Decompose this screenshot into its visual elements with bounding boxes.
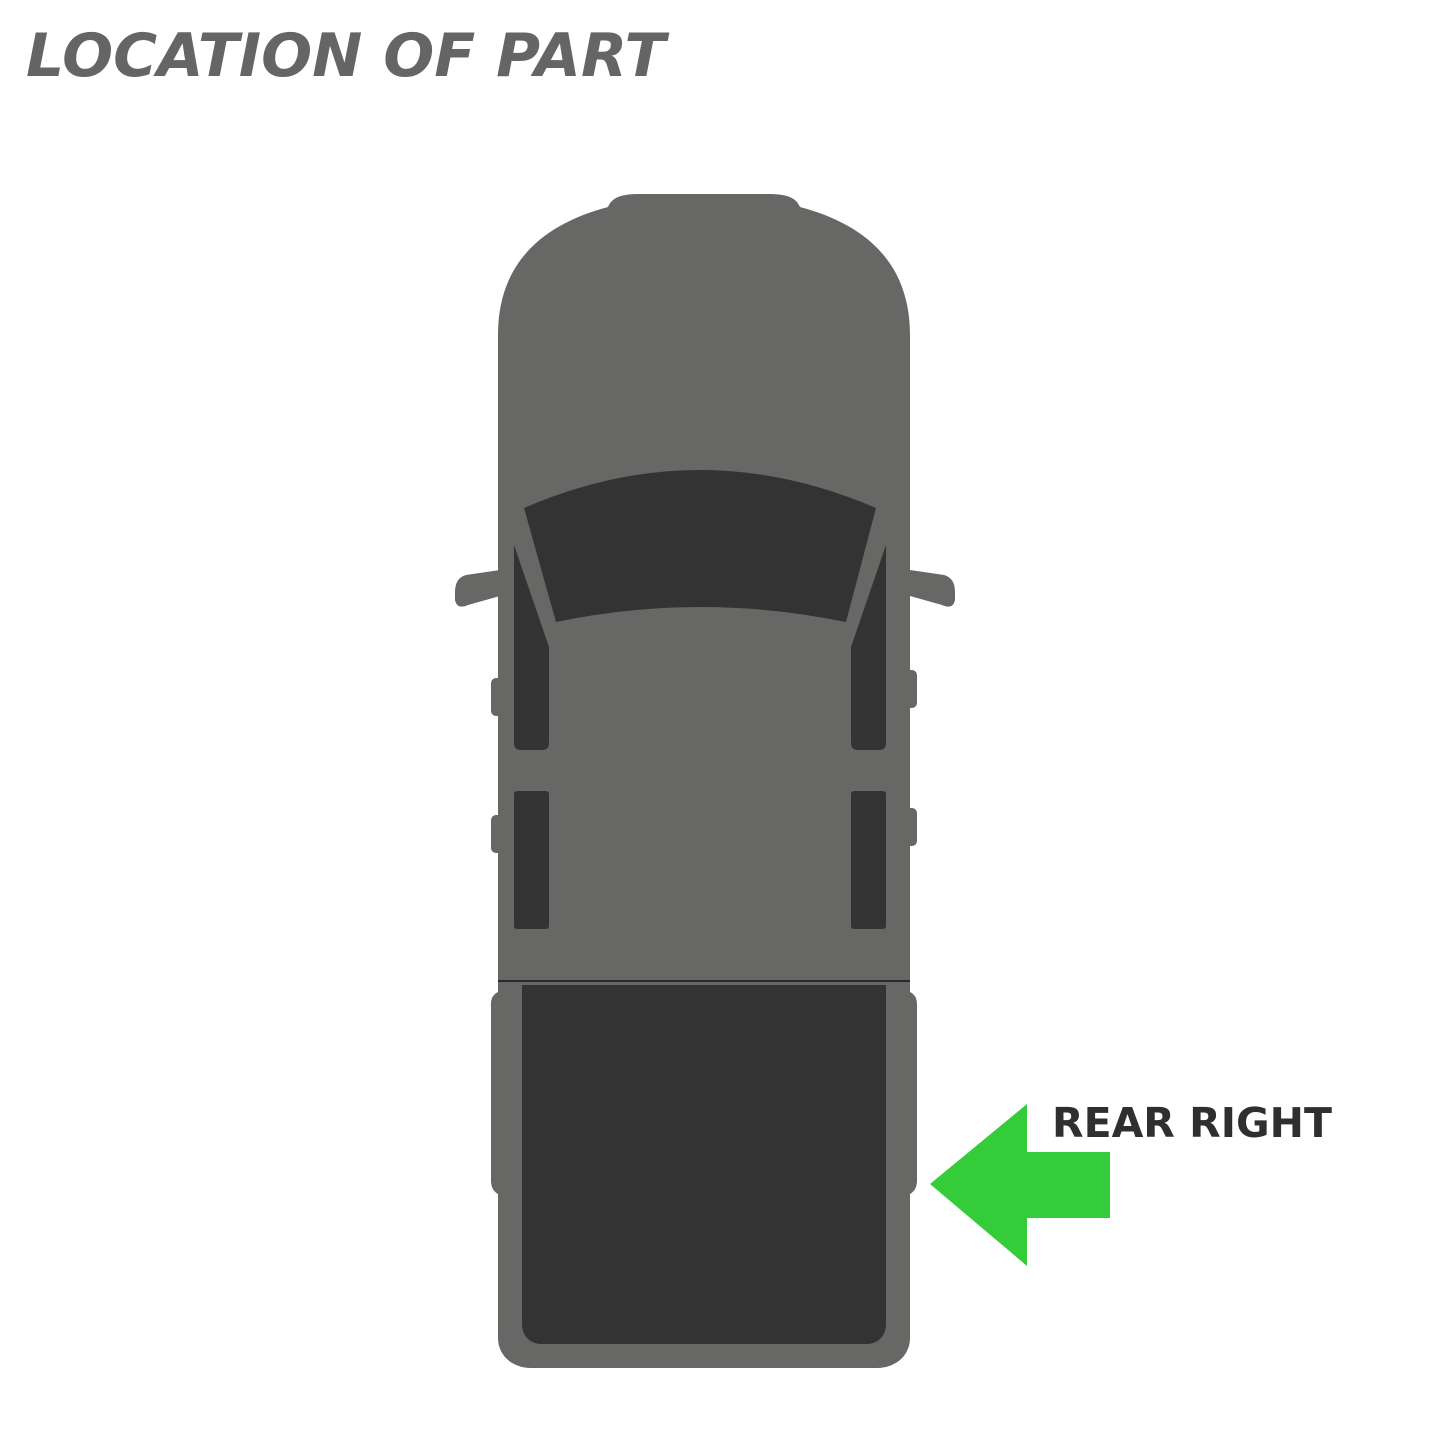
right-front-window — [851, 545, 886, 750]
right-mirror — [910, 570, 955, 607]
left-front-window — [514, 545, 549, 750]
pickup-truck-top-view-icon — [455, 194, 955, 1368]
right-rear-window — [851, 791, 886, 929]
part-location-label: REAR RIGHT — [1052, 1099, 1332, 1147]
left-rear-window — [514, 791, 549, 929]
left-mirror — [455, 570, 500, 607]
arrow-left-icon — [930, 1104, 1110, 1266]
page-title: LOCATION OF PART — [26, 21, 666, 91]
truck-bed — [522, 985, 886, 1344]
windshield — [524, 470, 876, 622]
